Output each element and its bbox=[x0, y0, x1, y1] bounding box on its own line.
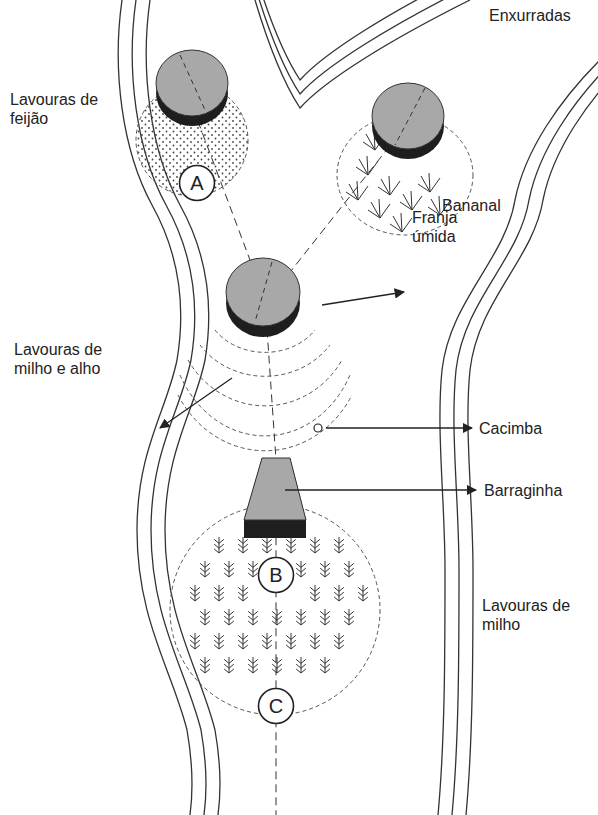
dam bbox=[372, 83, 444, 159]
crop-label: Lavouras de milho bbox=[482, 596, 582, 634]
callout-circle: C bbox=[257, 687, 295, 725]
well-label: Cacimba bbox=[479, 419, 559, 438]
dam bbox=[226, 258, 300, 337]
barraginha-dam bbox=[244, 458, 306, 538]
callout-letter: B bbox=[269, 564, 282, 587]
dam-label: Barraginha bbox=[484, 481, 584, 500]
callout-letter: A bbox=[190, 172, 203, 195]
callout-circle: B bbox=[257, 556, 295, 594]
zone-label: Franja úmida bbox=[412, 208, 474, 246]
drainage-line bbox=[175, 60, 430, 815]
leader-arrow bbox=[160, 292, 476, 490]
humid-fringe bbox=[178, 330, 352, 451]
runoff-label: Enxurradas bbox=[489, 6, 594, 25]
well bbox=[314, 424, 322, 432]
dam bbox=[156, 50, 228, 126]
callout-letter: C bbox=[269, 695, 283, 718]
contour-lines bbox=[118, 0, 598, 815]
crop-label: Lavouras de milho e alho bbox=[14, 340, 112, 378]
callout-circle: A bbox=[178, 164, 216, 202]
corn-plants bbox=[190, 537, 368, 673]
crop-label: Lavouras de feijão bbox=[10, 90, 118, 128]
dam-axis bbox=[180, 55, 425, 322]
